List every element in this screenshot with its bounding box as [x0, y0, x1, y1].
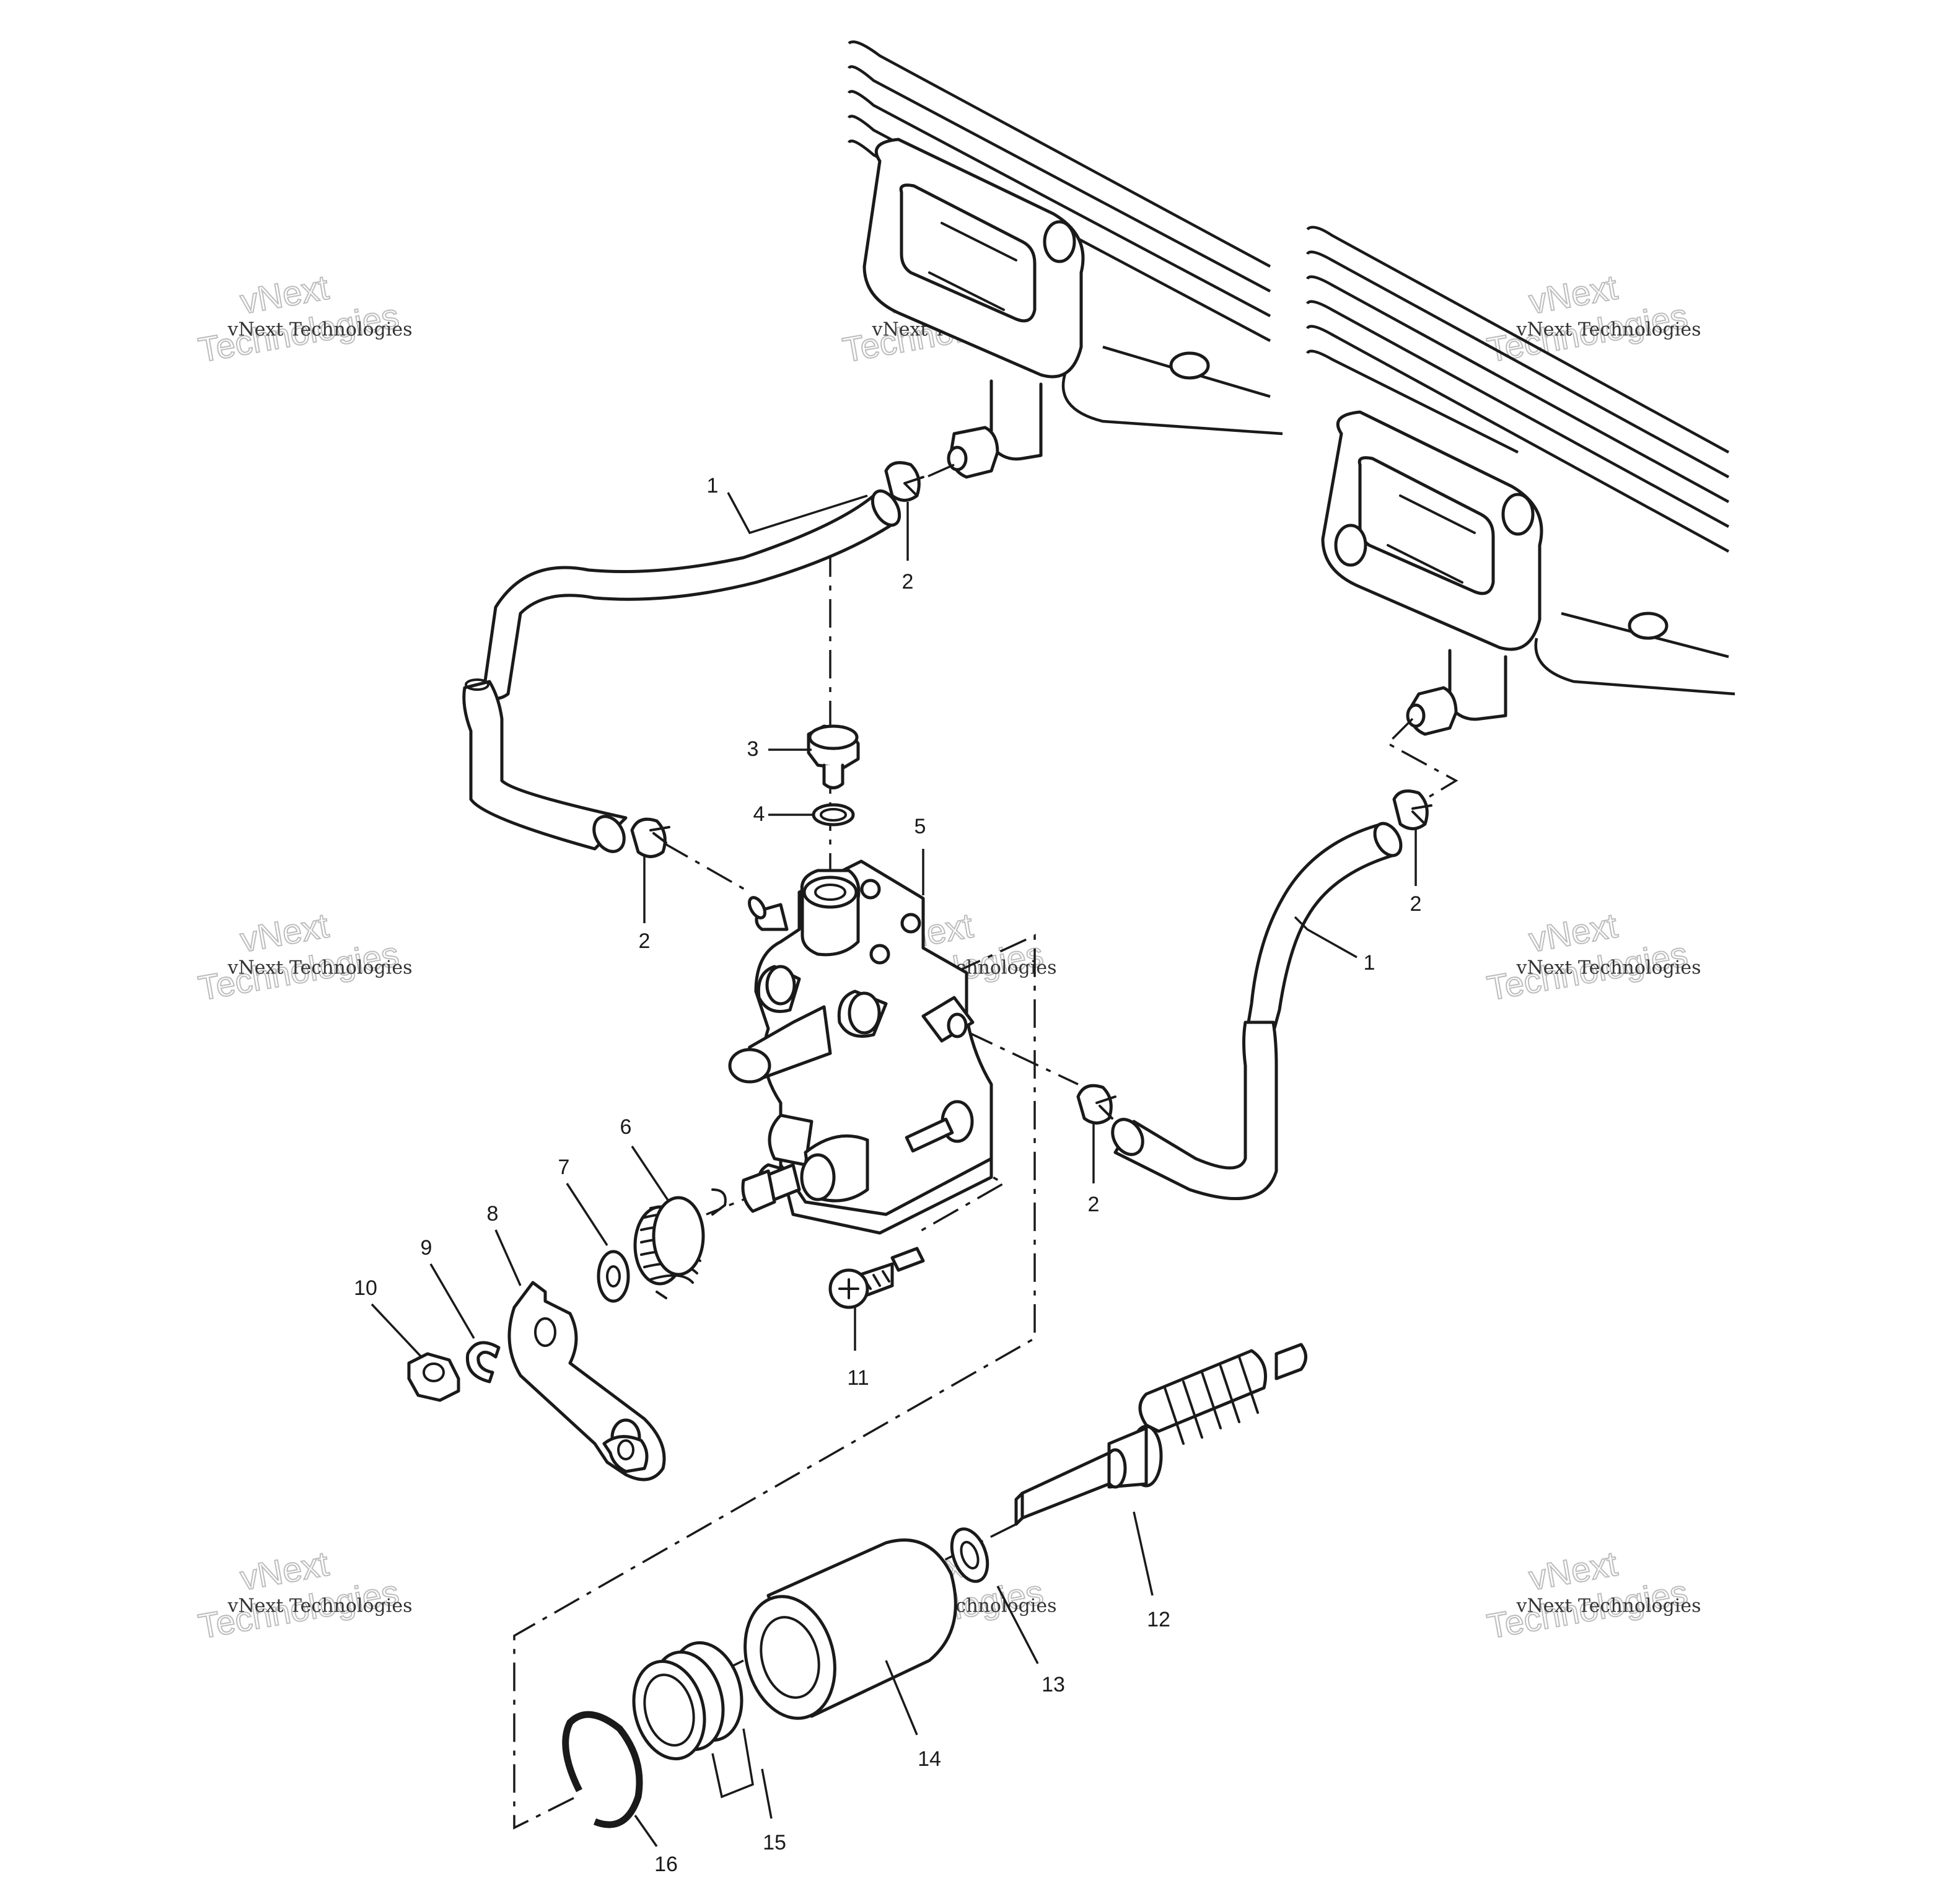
- leader-lines: [371, 492, 1417, 1848]
- wave-spring: [632, 1641, 743, 1761]
- callout-7: 7: [558, 1156, 570, 1179]
- callout-2: 2: [1088, 1193, 1100, 1216]
- control-lever: [507, 1281, 666, 1481]
- oil-hose-right: [1111, 822, 1403, 1201]
- watermark: vNext Technologies vNext Technologies: [1483, 905, 1701, 1009]
- watermark: vNext Technologies vNext Technologies: [1483, 1543, 1701, 1647]
- callout-13: 13: [1042, 1673, 1065, 1696]
- return-spring: [633, 1188, 727, 1299]
- callout-1: 1: [1364, 951, 1375, 975]
- oil-pump: [728, 859, 993, 1235]
- svg-text:vNext Technologies: vNext Technologies: [227, 1595, 413, 1617]
- hose-clamp: [630, 817, 670, 858]
- oil-hose-left: [462, 489, 901, 853]
- callout-9: 9: [421, 1236, 432, 1260]
- e-ring: [465, 1341, 501, 1384]
- drive-shaft: [1014, 1343, 1307, 1526]
- sealing-washer: [812, 803, 855, 827]
- svg-text:vNext Technologies: vNext Technologies: [227, 318, 413, 340]
- watermark: vNext Technologies vNext Technologies: [195, 905, 413, 1009]
- callout-2: 2: [639, 929, 651, 953]
- flat-washer: [597, 1250, 630, 1303]
- watermark: vNext Technologies vNext Technologies: [195, 1543, 413, 1647]
- watermark-group: vNext Technologies vNext Technologies vN…: [195, 267, 1701, 1647]
- callout-labels: 1 2 3 4 5 2 2 1 2 6 7 8 9 10 11 12 13 14…: [354, 474, 1421, 1876]
- svg-text:vNext Technologies: vNext Technologies: [1516, 1595, 1701, 1617]
- callout-2: 2: [1410, 892, 1422, 916]
- callout-12: 12: [1147, 1608, 1170, 1631]
- pump-sleeve: [743, 1538, 957, 1720]
- callout-14: 14: [918, 1747, 941, 1771]
- svg-text:vNext Technologies: vNext Technologies: [227, 957, 413, 978]
- callout-8: 8: [487, 1202, 499, 1226]
- callout-6: 6: [620, 1115, 632, 1139]
- callout-4: 4: [753, 802, 765, 826]
- callout-16: 16: [654, 1853, 678, 1876]
- callout-5: 5: [914, 815, 926, 838]
- callout-2: 2: [902, 570, 914, 594]
- left-cylinder: [847, 40, 1283, 479]
- callout-3: 3: [747, 737, 759, 761]
- thrust-washer: [950, 1527, 989, 1583]
- svg-text:vNext Technologies: vNext Technologies: [1516, 318, 1701, 340]
- hex-nut: [407, 1352, 460, 1402]
- svg-text:vNext Technologies: vNext Technologies: [1516, 957, 1701, 978]
- callout-10: 10: [354, 1276, 377, 1300]
- retaining-ring: [562, 1711, 643, 1828]
- callout-15: 15: [763, 1831, 786, 1854]
- watermark: vNext Technologies vNext Technologies: [195, 267, 413, 371]
- hose-clamp: [1076, 1084, 1116, 1125]
- right-cylinder: [1305, 226, 1735, 736]
- mounting-screw: [828, 1247, 925, 1309]
- hose-clamp: [1392, 789, 1432, 830]
- hose-clamp: [884, 461, 924, 502]
- callout-1: 1: [707, 474, 719, 498]
- banjo-bolt: [807, 724, 860, 789]
- callout-11: 11: [847, 1366, 869, 1390]
